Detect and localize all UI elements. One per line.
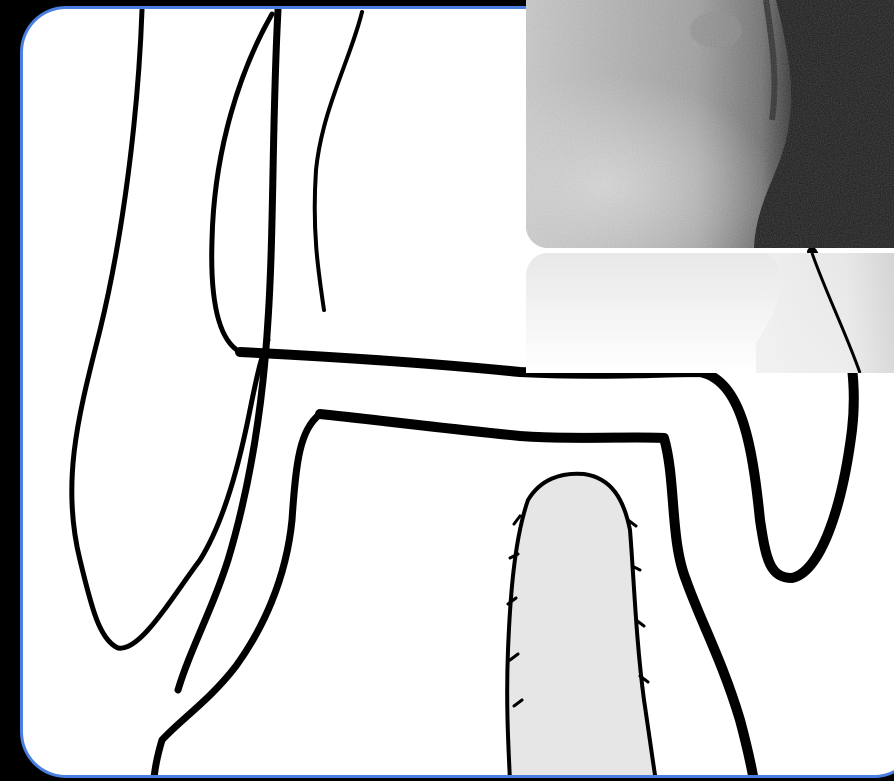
left-outer-contour	[72, 10, 268, 648]
inner-loop-contour	[212, 14, 272, 352]
thin-strand	[315, 12, 362, 310]
radiograph-overlay-faded	[526, 253, 894, 373]
radiograph-thumbnail[interactable]	[526, 0, 894, 248]
shaded-inclusion	[507, 474, 656, 781]
